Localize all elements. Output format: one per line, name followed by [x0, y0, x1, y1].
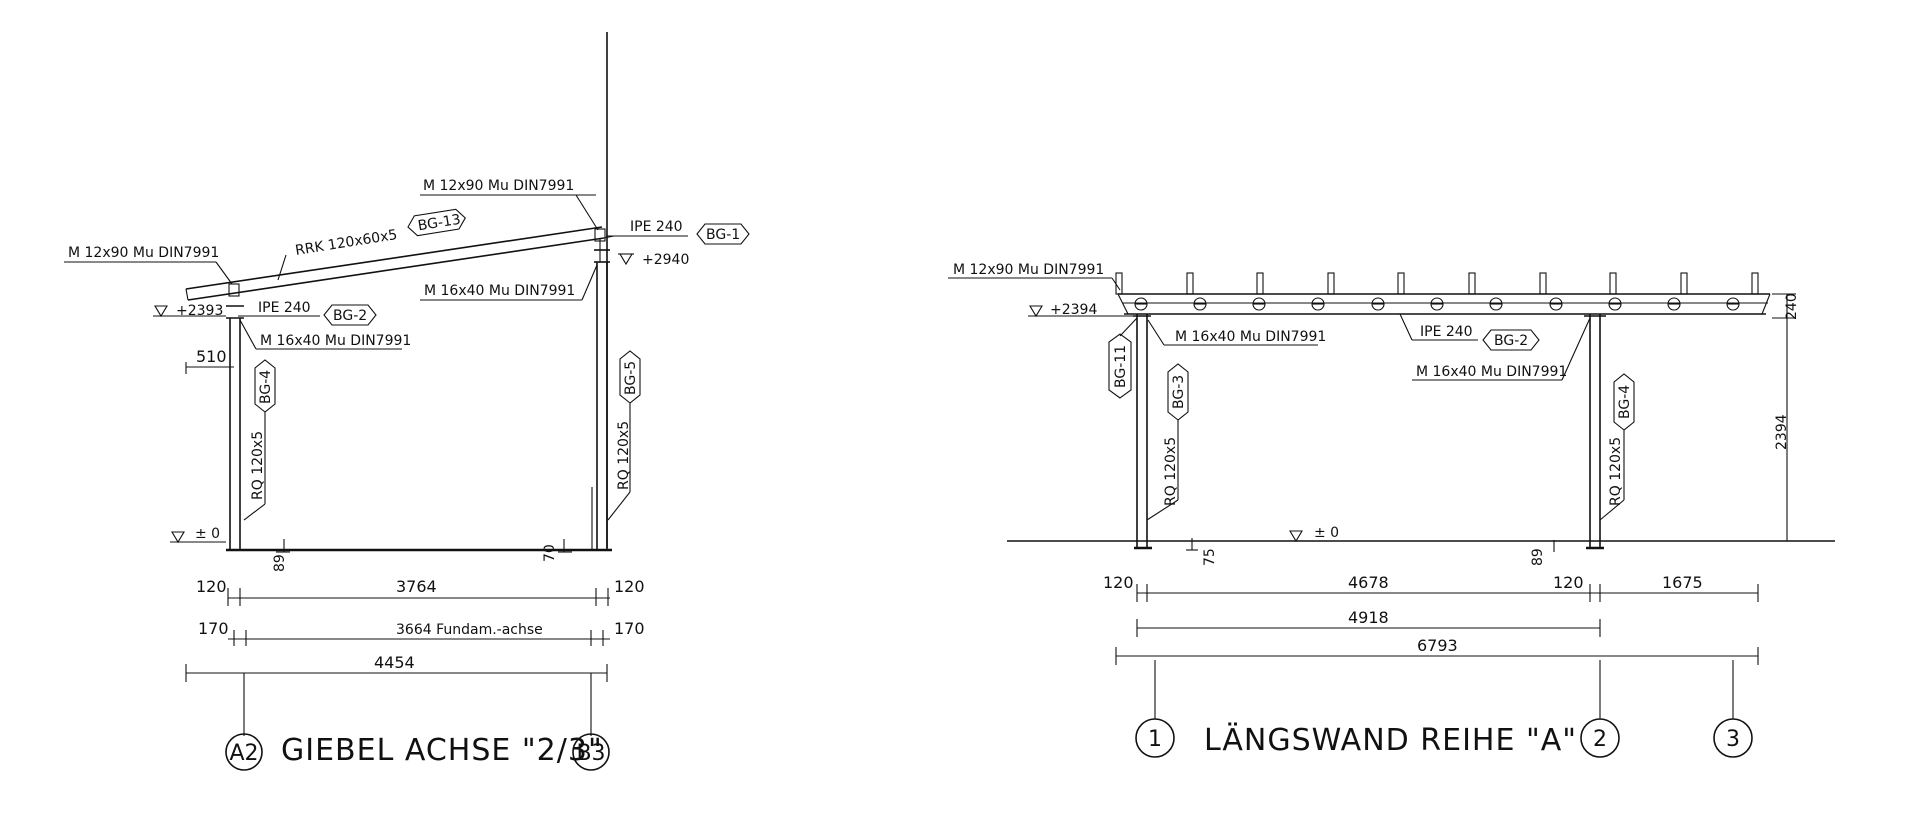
label-m12-longwall: M 12x90 Mu DIN7991	[953, 262, 1104, 278]
column-1	[1133, 314, 1151, 548]
dim-1675: 1675	[1662, 573, 1703, 592]
label-dim-75: 75	[1202, 548, 1218, 566]
elevation-marker-0-right	[1289, 530, 1303, 543]
dim-4454: 4454	[374, 653, 415, 672]
label-elev-2393: +2393	[176, 303, 223, 319]
elevation-marker-2940	[619, 253, 633, 266]
label-elev-2394: +2394	[1050, 302, 1097, 318]
label-elev-0-right: ± 0	[1314, 525, 1339, 541]
axis-label-1: 1	[1148, 727, 1162, 752]
label-dim-70: 70	[542, 544, 558, 562]
svg-text:BG-2: BG-2	[333, 308, 367, 324]
tag-bg11: BG-11	[1108, 333, 1132, 399]
column-right	[594, 238, 610, 550]
dim-4918: 4918	[1348, 608, 1389, 627]
tag-bg13: BG-13	[407, 208, 466, 237]
label-ipe-left: IPE 240	[258, 300, 311, 316]
svg-text:BG-5: BG-5	[623, 361, 639, 395]
label-m12-top: M 12x90 Mu DIN7991	[423, 178, 574, 194]
svg-text:BG-4: BG-4	[1617, 385, 1633, 419]
tag-bg4-left: BG-4	[254, 359, 276, 413]
dim-120-right-view-left: 120	[1103, 573, 1134, 592]
beam-ipe	[1117, 293, 1771, 315]
label-m16-longwall-left: M 16x40 Mu DIN7991	[1175, 329, 1326, 345]
title-gable: GIEBEL ACHSE "2/3"	[281, 733, 603, 768]
elevation-marker-2394	[1029, 305, 1043, 318]
rafter-brackets	[1115, 272, 1759, 295]
axis-label-2: 2	[1593, 727, 1607, 752]
svg-text:BG-11: BG-11	[1113, 345, 1129, 388]
tag-bg4-right: BG-4	[1613, 373, 1635, 431]
axis-label-a2: A2	[229, 741, 258, 766]
dim-4678: 4678	[1348, 573, 1389, 592]
dim-170-left: 170	[198, 619, 229, 638]
label-rrk: RRK 120x60x5	[294, 227, 398, 259]
label-elev-2940: +2940	[642, 252, 689, 268]
svg-text:BG-13: BG-13	[417, 212, 462, 235]
label-ipe-right: IPE 240	[630, 219, 683, 235]
label-dim-89-left: 89	[272, 554, 288, 572]
label-dim-240: 240	[1784, 293, 1800, 320]
label-m16-right: M 16x40 Mu DIN7991	[424, 283, 575, 299]
bolt-row	[1134, 297, 1740, 311]
elevation-marker-2393	[154, 305, 168, 318]
label-dim-510: 510	[196, 347, 227, 366]
label-ipe-longwall: IPE 240	[1420, 324, 1473, 340]
axis-label-3: 3	[1726, 727, 1740, 752]
dim-3664: 3664 Fundam.-achse	[396, 622, 543, 638]
column-2	[1584, 314, 1606, 548]
axis-bubble-a2	[225, 733, 263, 771]
longwall-view: M 12x90 Mu DIN7991 +2394 M 16x40 Mu DIN7…	[948, 262, 1835, 758]
title-longwall: LÄNGSWAND REIHE "A"	[1204, 722, 1577, 758]
svg-text:BG-1: BG-1	[706, 227, 740, 243]
dim-6793: 6793	[1417, 636, 1458, 655]
axis-bubble-3	[1713, 718, 1753, 758]
label-m12-left: M 12x90 Mu DIN7991	[68, 245, 219, 261]
column-left	[226, 305, 244, 550]
axis-bubble-2	[1580, 718, 1620, 758]
tag-bg2-left: BG-2	[323, 304, 377, 326]
tag-bg2-right: BG-2	[1482, 329, 1540, 351]
axis-label-b3: B3	[576, 741, 605, 766]
label-elev-0-left: ± 0	[195, 526, 220, 542]
label-rq-longwall-left: RQ 120x5	[1163, 437, 1179, 506]
svg-text:BG-3: BG-3	[1171, 375, 1187, 409]
label-rq-longwall-right: RQ 120x5	[1608, 437, 1624, 506]
axis-bubble-b3	[572, 733, 610, 771]
tag-bg1: BG-1	[696, 223, 750, 245]
label-dim-89-right: 89	[1530, 548, 1546, 566]
elevation-marker-0-left	[171, 531, 185, 544]
label-dim-2394: 2394	[1774, 414, 1790, 450]
label-m16-left: M 16x40 Mu DIN7991	[260, 333, 411, 349]
dim-3764: 3764	[396, 577, 437, 596]
svg-text:BG-4: BG-4	[258, 370, 274, 404]
label-m16-longwall-right: M 16x40 Mu DIN7991	[1416, 364, 1567, 380]
tag-bg3: BG-3	[1167, 363, 1189, 421]
dim-120-right: 120	[614, 577, 645, 596]
gable-view: M 12x90 Mu DIN7991 RRK 120x60x5 BG-13 IP…	[64, 32, 750, 771]
label-rq-right: RQ 120x5	[616, 421, 632, 490]
svg-text:BG-2: BG-2	[1494, 333, 1528, 349]
label-rq-left: RQ 120x5	[250, 431, 266, 500]
tag-bg5: BG-5	[619, 350, 641, 404]
dim-120-right-view-mid: 120	[1553, 573, 1584, 592]
dim-120-left: 120	[196, 577, 227, 596]
dim-170-right: 170	[614, 619, 645, 638]
axis-bubble-1	[1135, 718, 1175, 758]
